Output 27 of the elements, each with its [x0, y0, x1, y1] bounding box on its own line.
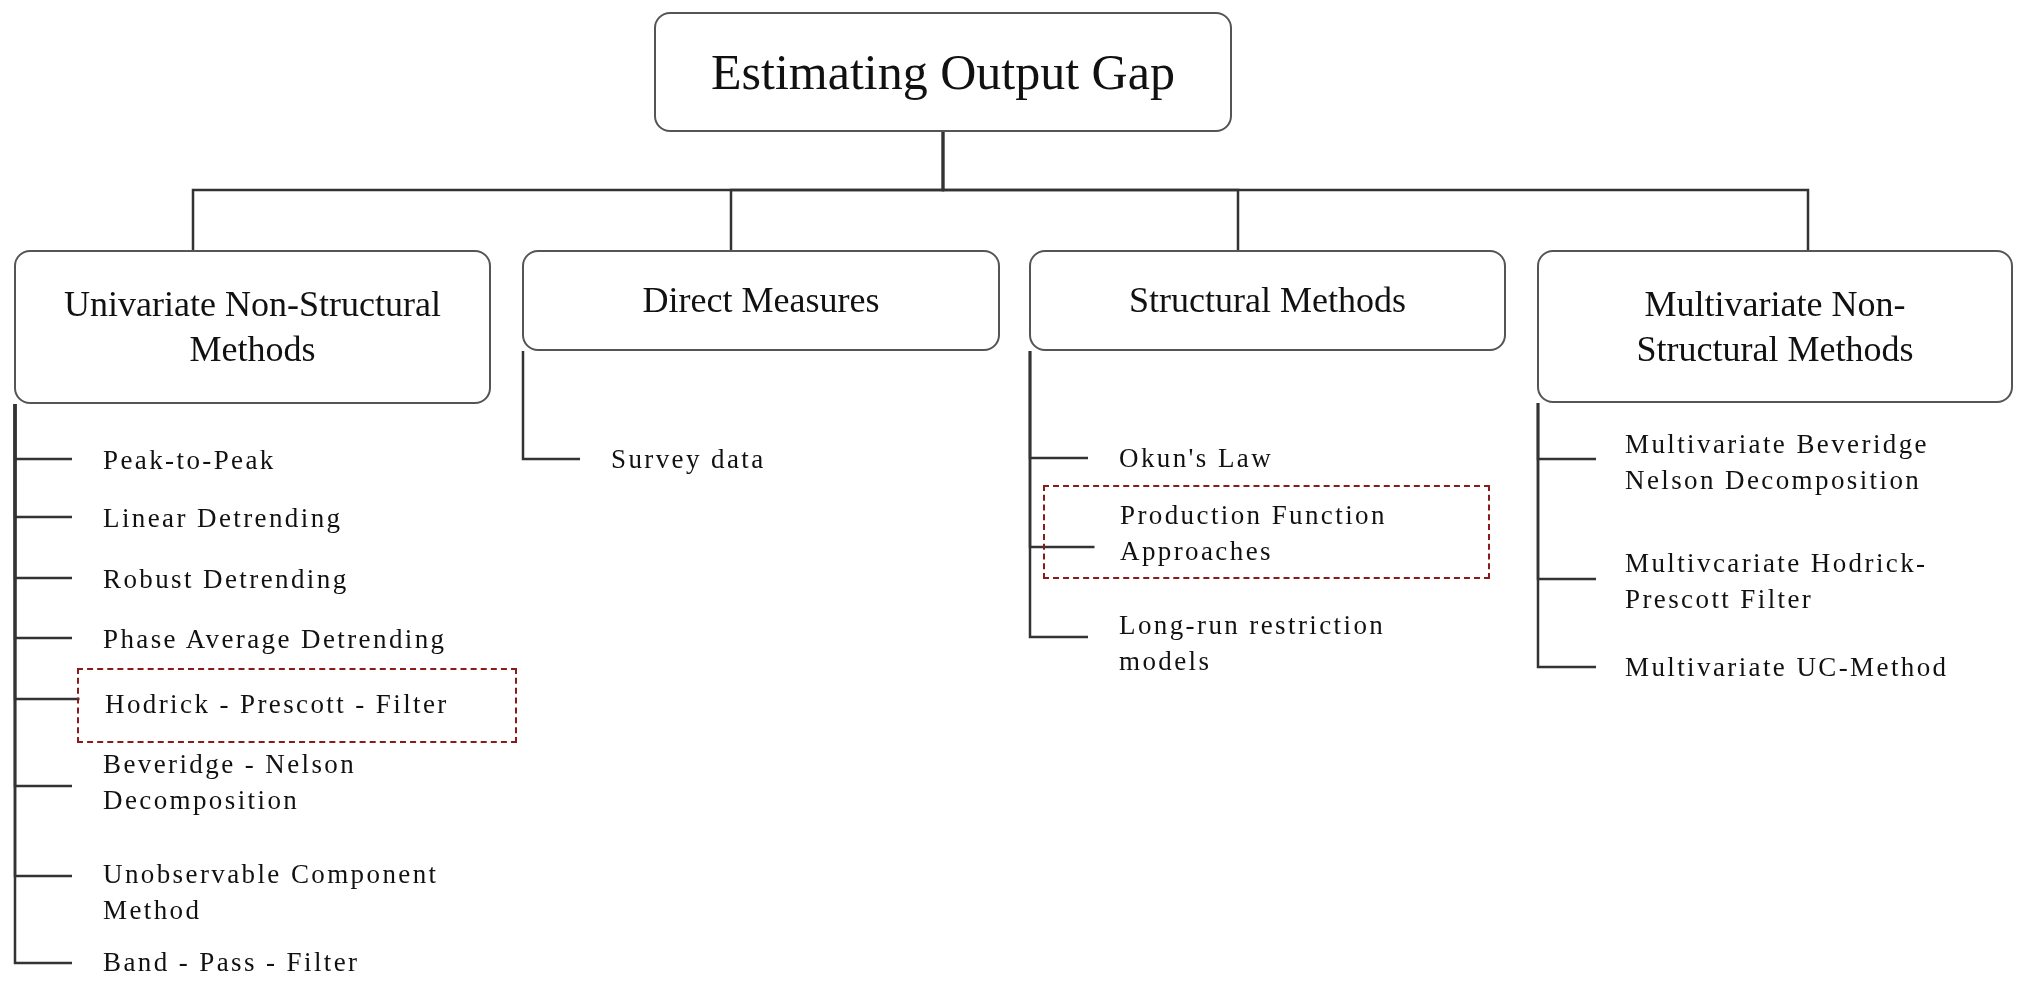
- method-label: Survey data: [580, 441, 911, 477]
- method-label: Unobservable Component Method: [72, 856, 468, 928]
- connector-line: [1028, 351, 1088, 639]
- category-box: Multivariate Non-Structural Methods: [1537, 250, 2013, 403]
- method-label: Multivcariate Hodrick- Prescott Filter: [1596, 545, 1960, 617]
- highlight-dashed-box: [1043, 485, 1490, 579]
- title-box: Estimating Output Gap: [654, 12, 1232, 132]
- highlight-dashed-box: [77, 668, 517, 743]
- connector-line: [13, 404, 72, 965]
- category-box: Direct Measures: [522, 250, 1000, 351]
- method-label: Multivariate Beveridge Nelson Decomposition: [1596, 426, 1970, 498]
- method-label: Hodrick - Prescott - Filter: [79, 686, 505, 722]
- connector-line: [1536, 403, 1596, 669]
- method-label: Production Function Approaches: [1094, 497, 1460, 569]
- method-label: Band - Pass - Filter: [72, 944, 503, 980]
- method-label: Okun's Law: [1088, 440, 1419, 476]
- method-label: Linear Detrending: [72, 500, 503, 536]
- method-label: Beveridge - Nelson Decomposition: [72, 746, 378, 818]
- category-box: Univariate Non-Structural Methods: [14, 250, 491, 404]
- method-label: Multivariate UC-Method: [1596, 649, 2005, 685]
- category-box: Structural Methods: [1029, 250, 1506, 351]
- connector-line: [521, 351, 580, 461]
- method-label: Phase Average Detrending: [72, 621, 503, 657]
- method-label: Peak-to-Peak: [72, 442, 503, 478]
- method-label: Long-run restriction models: [1088, 607, 1409, 679]
- connector-line: [941, 132, 1810, 250]
- method-label: Robust Detrending: [72, 561, 503, 597]
